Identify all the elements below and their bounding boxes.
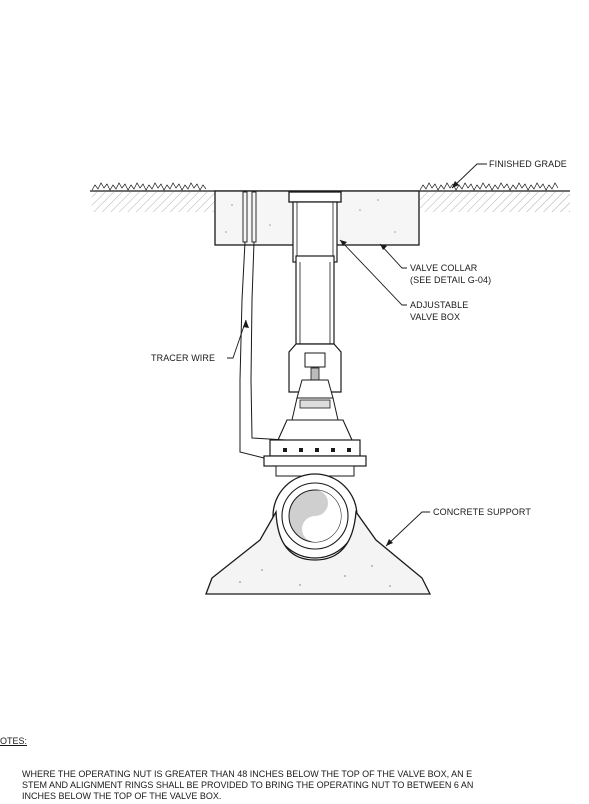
tracer-wire-label: TRACER WIRE <box>151 353 216 363</box>
gate-valve <box>263 352 367 477</box>
tracer-wire <box>239 191 287 459</box>
note-line-3: INCHES BELOW THE TOP OF THE VALVE BOX. <box>22 791 222 801</box>
concrete-support-label: CONCRETE SUPPORT <box>433 507 531 517</box>
soil-hatch <box>92 192 570 212</box>
leader-lines <box>227 163 487 547</box>
adjustable-valve-box <box>288 191 342 393</box>
adjustable-valve-box-label: ADJUSTABLE <box>410 300 469 310</box>
note-line-1: WHERE THE OPERATING NUT IS GREATER THAN … <box>22 769 473 779</box>
finished-grade-label: FINISHED GRADE <box>489 159 567 169</box>
leader-arrowheads <box>243 181 459 546</box>
finished-grade-line <box>90 182 570 192</box>
valve-collar-label: VALVE COLLAR <box>410 263 478 273</box>
note-line-2: STEM AND ALIGNMENT RINGS SHALL BE PROVID… <box>22 780 474 790</box>
water-main-pipe <box>272 473 358 559</box>
concrete-support <box>205 509 432 595</box>
valve-box-label: VALVE BOX <box>410 312 461 322</box>
valve-collar-reference-label: (SEE DETAIL G-04) <box>410 275 492 285</box>
notes-title: OTES: <box>0 736 28 746</box>
